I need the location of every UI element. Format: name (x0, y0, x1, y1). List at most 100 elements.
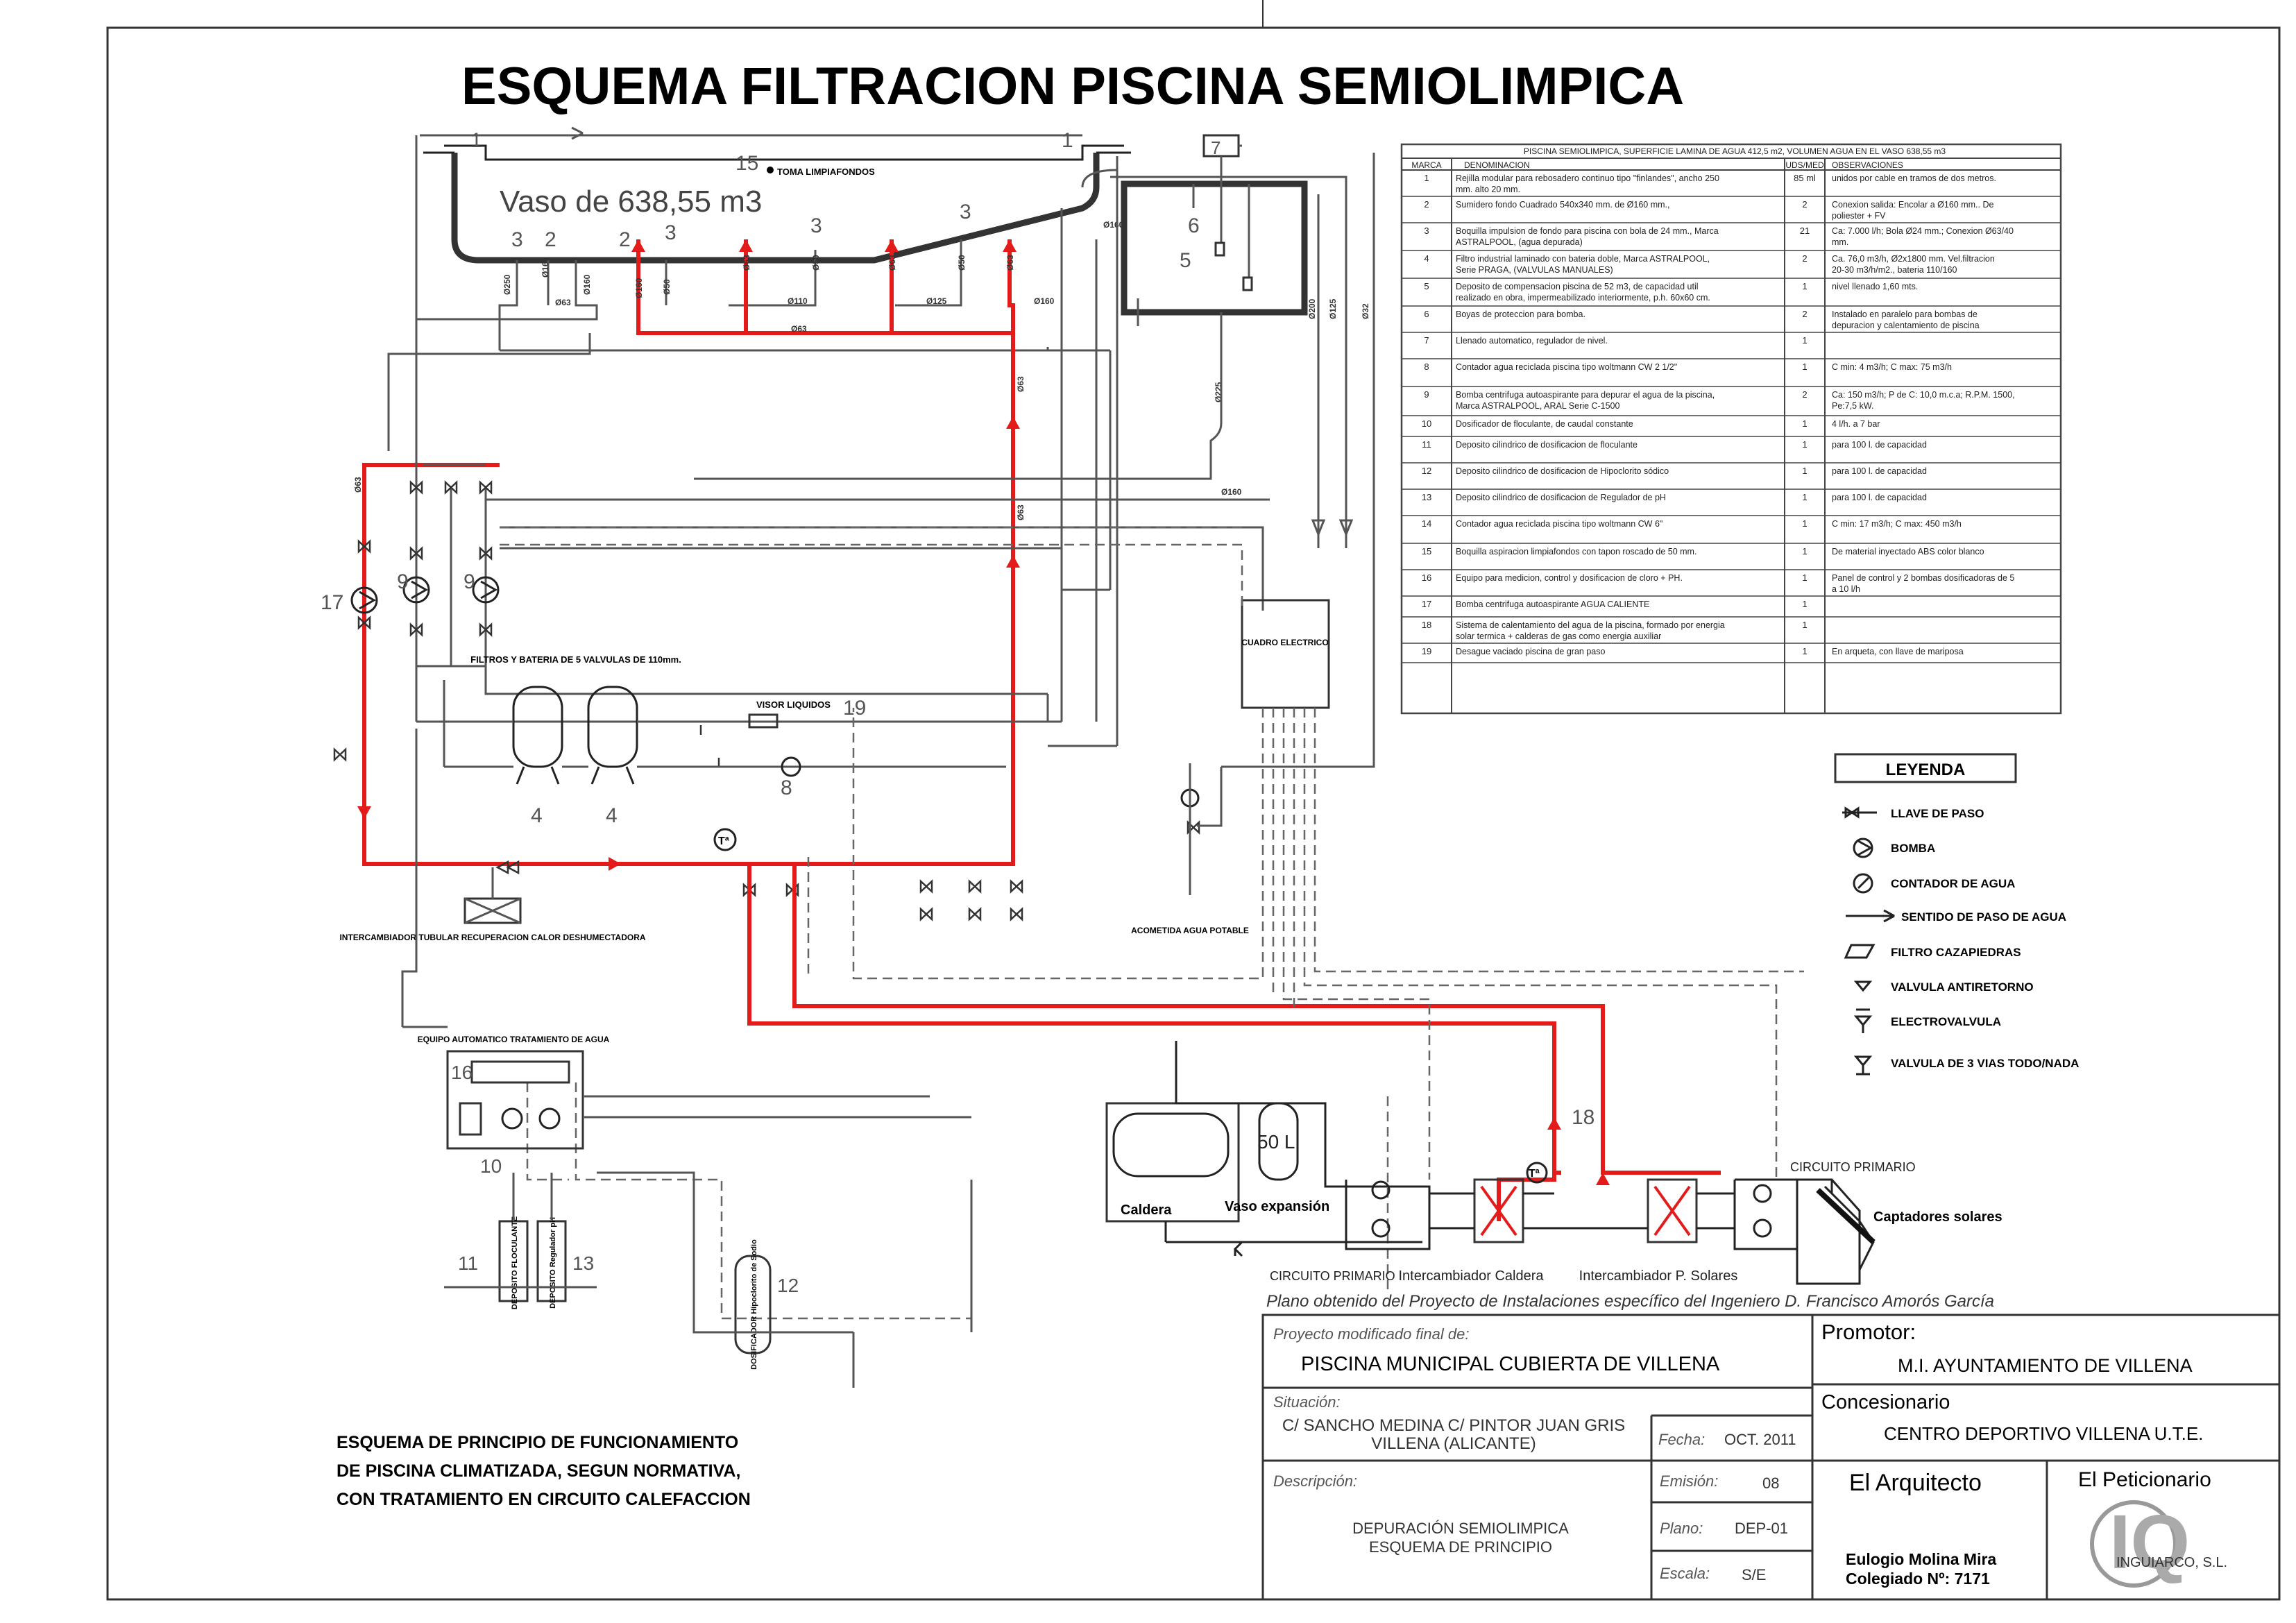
table-cell-uds: 1 (1802, 418, 1807, 429)
table-cell-marca: 18 (1422, 620, 1431, 630)
cuadro-electrico (1241, 599, 1330, 709)
col-observaciones: OBSERVACIONES (1832, 160, 1903, 170)
table-cell-marca: 17 (1422, 599, 1431, 609)
mark-3a: 3 (511, 228, 523, 251)
mark-17: 17 (321, 591, 343, 614)
drawing-title: ESQUEMA FILTRACION PISCINA SEMIOLIMPICA (461, 57, 1684, 116)
caldera-system: 50 L Caldera Vaso expansión (1105, 1041, 1422, 1243)
table-cell-marca: 11 (1422, 439, 1431, 450)
arquitecto-name: Eulogio Molina Mira (1846, 1550, 1996, 1568)
proyecto-label: Proyecto modificado final de: (1273, 1325, 1470, 1343)
pipe-label-d200: Ø200 (1307, 298, 1317, 319)
pipe-label-d160a: Ø160 (541, 257, 550, 278)
concesionario-label: Concesionario (1821, 1391, 1950, 1413)
table-cell-uds: 1 (1802, 546, 1807, 556)
table-cell-marca: 13 (1422, 492, 1431, 502)
filters-4: 4 4 (512, 686, 638, 827)
table-cell-denominacion: Llenado automatico, regulador de nivel. (1456, 336, 1608, 346)
pipe-label-d125: Ø125 (926, 296, 947, 306)
table-cell-uds: 1 (1802, 362, 1807, 372)
table-cell-uds: 21 (1800, 226, 1810, 236)
legend-filtro: FILTRO CAZAPIEDRAS (1891, 946, 2021, 959)
legend-contador: CONTADOR DE AGUA (1891, 877, 2015, 890)
table-cell-denominacion: Deposito cilindrico de dosificacion de f… (1456, 440, 1638, 450)
deposito-floculante: DEPOSITO FLOCULANTE 11 (458, 1216, 529, 1309)
table-cell-denominacion: Filtro industrial laminado con bateria d… (1456, 254, 1710, 264)
table-cell-uds: 1 (1802, 572, 1807, 583)
mark-4b: 4 (606, 804, 618, 827)
table-cell-marca: 9 (1424, 389, 1429, 400)
plano-value: DEP-01 (1735, 1520, 1788, 1537)
deposito-compensacion: 7 6 5 (1110, 134, 1308, 480)
mark-16: 16 (451, 1062, 473, 1083)
pipe-label-d63f: Ø63 (1016, 376, 1026, 392)
mark-7: 7 (1211, 137, 1221, 158)
table-cell-observaciones: para 100 l. de capacidad (1832, 440, 1927, 450)
pipe-label-d50b: Ø50 (811, 255, 821, 271)
toma-limpiafondos-label: TOMA LIMPIAFONDOS (777, 167, 875, 177)
table-cell-denominacion: mm. alto 20 mm. (1456, 185, 1520, 194)
pump-9b (472, 576, 500, 604)
mark-19: 19 (843, 697, 866, 720)
table-cell-observaciones: Ca. 76,0 m3/h, Ø2x1800 mm. Vel.filtracio… (1832, 254, 1995, 264)
table-cell-observaciones: depuracion y calentamiento de piscina (1832, 321, 1980, 330)
table-cell-observaciones: De material inyectado ABS color blanco (1832, 547, 1984, 556)
title-block: Plano obtenido del Proyecto de Instalaci… (1261, 1292, 2281, 1601)
table-cell-uds: 1 (1802, 620, 1807, 630)
fecha-value: OCT. 2011 (1724, 1431, 1796, 1448)
table-cell-denominacion: Marca ASTRALPOOL, ARAL Serie C-1500 (1456, 401, 1619, 411)
svg-text:DEPOSITO FLOCULANTE: DEPOSITO FLOCULANTE (511, 1216, 519, 1309)
mark-1-right: 1 (1062, 129, 1073, 152)
table-cell-marca: 16 (1422, 572, 1431, 583)
legend-bomba: BOMBA (1891, 842, 1935, 855)
table-cell-denominacion: Desague vaciado piscina de gran paso (1456, 647, 1605, 656)
fecha-label: Fecha: (1658, 1431, 1705, 1448)
table-cell-observaciones: para 100 l. de capacidad (1832, 493, 1927, 502)
table-cell-uds: 2 (1802, 199, 1807, 210)
mark-5: 5 (1180, 249, 1191, 272)
mark-18: 18 (1572, 1106, 1595, 1129)
mark-8: 8 (781, 776, 792, 799)
table-cell-uds: 2 (1802, 309, 1807, 319)
table-cell-denominacion: Sumidero fondo Cuadrado 540x340 mm. de Ø… (1456, 200, 1670, 210)
deposito-ph: DEPOSITO Regulador pH 13 (536, 1217, 594, 1309)
descripcion-label: Descripción: (1273, 1472, 1357, 1490)
svg-text:IQ: IQ (2109, 1499, 2190, 1585)
pump-9a (402, 576, 430, 604)
svg-text:INTERCAMBIADOR TUBULAR RECUPER: INTERCAMBIADOR TUBULAR RECUPERACION CALO… (339, 933, 645, 942)
mark-9b: 9 (464, 570, 475, 593)
pipe-label-d63h: Ø63 (353, 477, 363, 493)
table-cell-observaciones: a 10 l/h (1832, 584, 1860, 594)
pool-vessel: Vaso de 638,55 m3 TOMA LIMPIAFONDOS 15 1… (423, 129, 1131, 264)
red-arrows (357, 239, 1020, 871)
peticionario-label: El Peticionario (2078, 1468, 2211, 1491)
table-cell-denominacion: Bomba centrifuga autoaspirante para depu… (1456, 390, 1715, 400)
col-denominacion: DENOMINACION (1464, 160, 1530, 170)
situacion-line1: C/ SANCHO MEDINA C/ PINTOR JUAN GRIS (1282, 1416, 1625, 1435)
red-impulsion-network (362, 239, 1015, 866)
intercambiador-solares: Intercambiador P. Solares (1579, 1178, 1737, 1284)
table-cell-denominacion: solar termica + calderas de gas como ene… (1456, 631, 1661, 641)
svg-text:EQUIPO AUTOMATICO TRATAMIENTO: EQUIPO AUTOMATICO TRATAMIENTO DE AGUA (418, 1035, 610, 1044)
vaso-label: Vaso de 638,55 m3 (500, 185, 762, 219)
table-cell-observaciones: Ca: 150 m3/h; P de C: 10,0 m.c.a; R.P.M.… (1832, 390, 2015, 400)
table-cell-uds: 2 (1802, 253, 1807, 264)
descripcion-line1: DEPURACIÓN SEMIOLIMPICA (1352, 1520, 1569, 1537)
table-cell-denominacion: Boquilla impulsion de fondo para piscina… (1456, 226, 1719, 236)
pipe-label-d63a: Ø63 (555, 298, 571, 307)
pump-17 (350, 586, 378, 614)
mark-10: 10 (480, 1155, 502, 1177)
pipe-label-d63g: Ø63 (1016, 504, 1026, 520)
equipo-automatico: EQUIPO AUTOMATICO TRATAMIENTO DE AGUA 16… (418, 1035, 610, 1177)
table-cell-observaciones: poliester + FV (1832, 211, 1886, 221)
pipe-label-d63c: Ø63 (791, 324, 807, 334)
dosificador-12: DOSIFICADOR Hipoclorito de Sodio 12 (734, 1239, 799, 1370)
circuito-primario-right: CIRCUITO PRIMARIO (1790, 1160, 1916, 1174)
acometida-agua: ACOMETIDA AGUA POTABLE (1131, 763, 1249, 935)
filtros-label: FILTROS Y BATERIA DE 5 VALVULAS DE 110mm… (470, 654, 681, 665)
pipe-label-d50c: Ø50 (957, 255, 967, 271)
col-uds: UDS/MED (1785, 160, 1824, 170)
pipe-label-d250a: Ø250 (502, 274, 512, 295)
circuito-primario-left: CIRCUITO PRIMARIO (1270, 1269, 1395, 1283)
svg-text:50 L: 50 L (1257, 1131, 1295, 1153)
